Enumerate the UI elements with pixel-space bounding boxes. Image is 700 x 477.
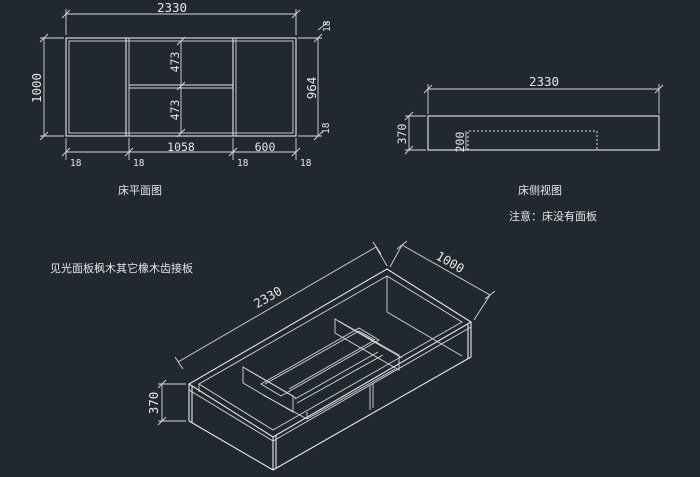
dim-plan-side-width: 600 [255,140,276,154]
plan-outline [65,37,297,137]
ext-line [389,244,403,268]
iso-top-rim-outer [187,268,473,438]
side-outline [427,115,660,151]
dim-plan-height: 1000 [29,73,44,103]
plan-view-label: 床平面图 [118,183,162,197]
leader [317,21,329,31]
tick [404,111,414,121]
side-view-label: 床侧视图 [518,183,562,197]
iso-edge [188,389,274,442]
tick [39,33,49,43]
tick [124,147,134,157]
tick [176,36,186,46]
dim-plan-width: 2330 [157,0,187,15]
isometric-view: 见光面板枫木其它橡木齿接板 [50,240,496,471]
dim-side-height: 370 [395,124,409,145]
iso-bottom-front-right [272,356,472,471]
iso-top-rim-inner [198,275,463,431]
tick [313,131,323,141]
dim-plan-thickness-c: 18 [237,158,249,169]
iso-edge [306,368,396,420]
iso-partition-right [334,318,400,371]
iso-edge [337,320,403,359]
iso-edge [262,394,308,420]
iso-edge [245,368,297,399]
tick [157,379,167,389]
iso-edge [294,351,379,400]
tick [176,128,186,138]
tick [61,9,71,19]
iso-material-note: 见光面板枫木其它橡木齿接板 [50,261,193,275]
tick [654,84,664,94]
iso-middle-top [260,327,380,397]
tick [313,33,323,43]
iso-edge [386,311,463,357]
side-view: 2330 370 200 床侧视图 注意：床没有面板 [395,74,664,223]
dim-iso-length: 2330 [251,283,285,311]
tick [176,81,186,91]
iso-partition-left [242,366,294,413]
tick [39,131,49,141]
iso-edge [264,330,376,385]
tick [291,9,301,19]
tick [291,147,301,157]
ext-line [473,294,491,321]
dim-line-iso-length [177,246,377,363]
dim-plan-thickness-b: 18 [133,158,145,169]
dim-plan-thickness-bottom: 18 [321,122,332,134]
side-inner-dashed [467,130,598,150]
tick [61,147,71,157]
dim-plan-thickness-a: 18 [70,158,82,169]
iso-edge [272,326,472,442]
dim-plan-thickness-d: 18 [300,158,312,169]
plan-view: 2330 1000 18 964 18 473 473 [29,0,333,197]
iso-bottom-front-left [188,420,274,471]
iso-edge [288,340,374,390]
dim-iso-height: 370 [146,392,161,415]
dim-plan-middle-width: 1058 [167,140,195,154]
tick [174,356,184,370]
tick [228,147,238,157]
dim-side-inner-height: 200 [453,132,467,153]
iso-edge [296,354,384,404]
dim-plan-compartment-top: 473 [168,52,182,73]
dim-plan-compartment-bottom: 473 [168,100,182,121]
dim-line-iso-depth [401,244,491,296]
tick [423,84,433,94]
side-view-note: 注意：床没有面板 [509,209,597,223]
ext-line [375,246,388,267]
dim-plan-inner-height: 964 [304,77,319,100]
dim-side-width: 2330 [529,74,559,89]
tick [157,416,167,426]
dim-plan-thickness-top: 18 [322,20,333,32]
tick [404,145,414,155]
